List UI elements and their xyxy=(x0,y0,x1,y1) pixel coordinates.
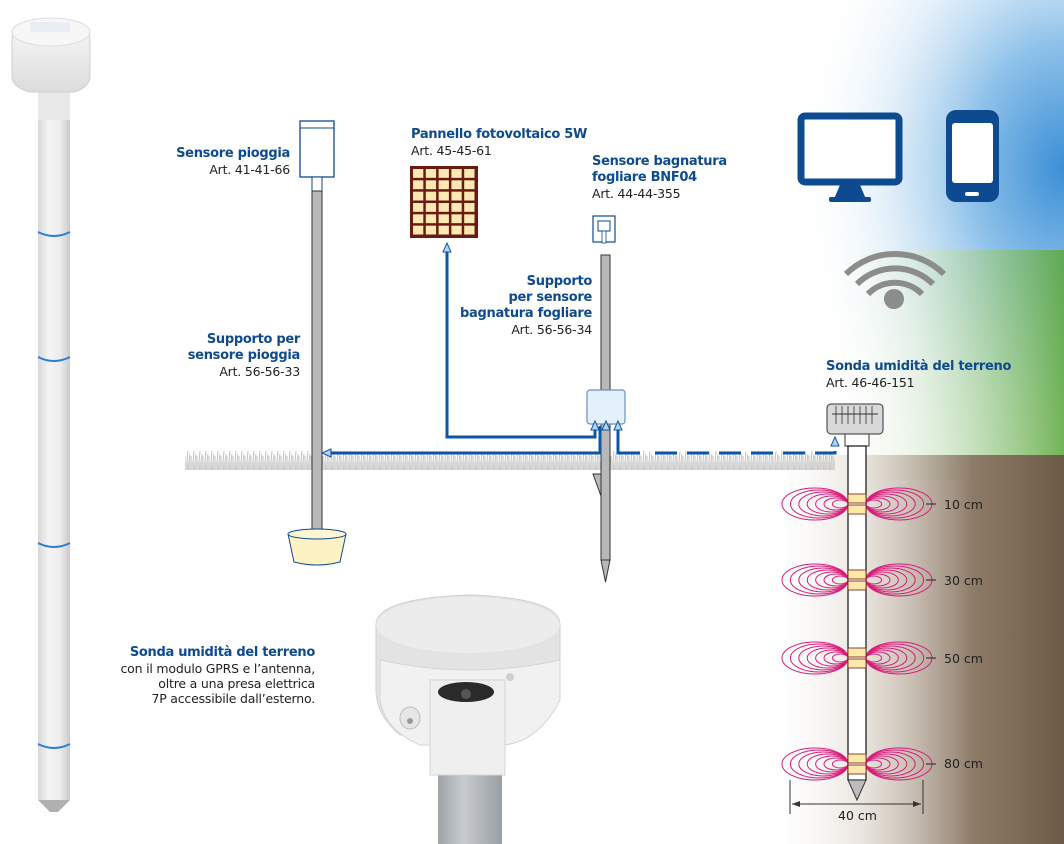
measurement-field-10cm xyxy=(781,487,936,521)
solar-cell xyxy=(464,225,475,235)
sensor-band xyxy=(847,753,867,764)
solar-cell xyxy=(438,180,449,190)
solar-cell xyxy=(413,191,424,201)
solar-cell xyxy=(451,180,462,190)
solar-cell xyxy=(413,180,424,190)
solar-cell xyxy=(438,191,449,201)
probe-photo-caption-line-2: oltre a una presa elettrica xyxy=(158,676,315,692)
leaf-sensor-assembly xyxy=(586,215,626,583)
rain-sensor-assembly xyxy=(287,120,347,566)
sensor-band xyxy=(847,493,867,504)
datalogger-box xyxy=(586,389,626,425)
leaf-sensor-title-1: Sensore bagnatura xyxy=(592,154,727,169)
solar-cell xyxy=(451,214,462,224)
soil-probe-title: Sonda umidità del terreno xyxy=(826,359,1012,374)
leaf-support-title-2: per sensore xyxy=(508,289,593,305)
leaf-support-title-1: Supporto xyxy=(526,274,593,289)
solar-panel-art: Art. 45-45-61 xyxy=(411,142,492,158)
solar-cell xyxy=(464,191,475,201)
depth-label-10cm: 10 cm xyxy=(944,497,983,512)
sensor-band xyxy=(847,504,867,515)
field-width-label: 40 cm xyxy=(838,808,877,823)
solar-cell xyxy=(425,225,437,235)
soil-probe-label: Sonda umidità del terreno Art. 46-46-151 xyxy=(826,359,1046,390)
rain-support-art: Art. 56-56-33 xyxy=(219,363,300,379)
soil-probe-art: Art. 46-46-151 xyxy=(826,374,915,390)
soil-probe-photo xyxy=(11,17,91,812)
rain-support-pole xyxy=(311,190,323,537)
solar-cell xyxy=(413,169,424,178)
sensor-band xyxy=(847,569,867,580)
solar-cell xyxy=(425,214,437,224)
soil-probe-schematic xyxy=(781,403,936,814)
solar-cell xyxy=(413,214,424,224)
sensor-band xyxy=(847,658,867,669)
solar-cell xyxy=(438,203,449,212)
solar-cell xyxy=(451,203,462,212)
solar-cell xyxy=(413,225,424,235)
rain-sensor-label: Sensore pioggia Art. 41-41-66 xyxy=(150,146,290,177)
depth-label-80cm: 80 cm xyxy=(944,756,983,771)
solar-cell xyxy=(451,191,462,201)
leaf-sensor-title-2: fogliare BNF04 xyxy=(592,169,697,185)
solar-cell xyxy=(425,180,437,190)
rain-sensor-art: Art. 41-41-66 xyxy=(209,161,290,177)
cables xyxy=(328,248,837,455)
depth-label-50cm: 50 cm xyxy=(944,651,983,666)
solar-cell xyxy=(413,203,424,212)
rain-sensor-title: Sensore pioggia xyxy=(176,146,290,161)
depth-label-30cm: 30 cm xyxy=(944,573,983,588)
solar-cell xyxy=(451,169,462,178)
solar-cell xyxy=(451,225,462,235)
smartphone-icon xyxy=(946,110,999,202)
solar-cell xyxy=(425,169,437,178)
solar-cell xyxy=(464,203,475,212)
solar-cell xyxy=(464,169,475,178)
probe-photo-caption-line-1: con il modulo GPRS e l’antenna, xyxy=(120,660,316,676)
leaf-support-art: Art. 56-56-34 xyxy=(511,321,592,337)
solar-cell xyxy=(438,214,449,224)
sensor-band xyxy=(847,764,867,775)
solar-cell xyxy=(438,225,449,235)
measurement-field-50cm xyxy=(781,641,936,675)
sensor-band xyxy=(847,647,867,658)
cable-arrowheads xyxy=(320,241,840,458)
solar-cell xyxy=(425,191,437,201)
sensor-band xyxy=(847,580,867,591)
rain-support-title-1: Supporto per xyxy=(206,332,300,347)
wifi-icon xyxy=(843,250,947,309)
probe-head-photo xyxy=(375,594,561,844)
rain-support-title-2: sensore pioggia xyxy=(187,347,301,363)
probe-photo-caption-line-3: 7P accessibile dall’esterno. xyxy=(151,691,315,707)
rain-support-label: Supporto per sensore pioggia Art. 56-56-… xyxy=(150,332,301,379)
probe-photo-caption: Sonda umidità del terreno con il modulo … xyxy=(100,645,316,707)
leaf-sensor-art: Art. 44-44-355 xyxy=(592,185,681,201)
solar-panel-graphic xyxy=(410,166,478,238)
probe-photo-caption-title: Sonda umidità del terreno xyxy=(129,645,315,660)
leaf-sensor-label: Sensore bagnatura fogliare BNF04 Art. 44… xyxy=(592,154,742,201)
solar-cell xyxy=(425,203,437,212)
solar-panel-label: Pannello fotovoltaico 5W Art. 45-45-61 xyxy=(411,127,611,158)
measurement-field-80cm xyxy=(781,747,936,781)
leaf-support-label: Supporto per sensore bagnatura fogliare … xyxy=(440,274,592,337)
leaf-support-title-3: bagnatura fogliare xyxy=(460,305,592,321)
solar-panel-title: Pannello fotovoltaico 5W xyxy=(411,127,588,142)
solar-cell xyxy=(464,214,475,224)
solar-cell xyxy=(438,169,449,178)
measurement-field-30cm xyxy=(781,563,936,597)
monitor-icon xyxy=(797,112,903,202)
rain-sensor-box xyxy=(299,120,335,178)
solar-cell xyxy=(464,180,475,190)
